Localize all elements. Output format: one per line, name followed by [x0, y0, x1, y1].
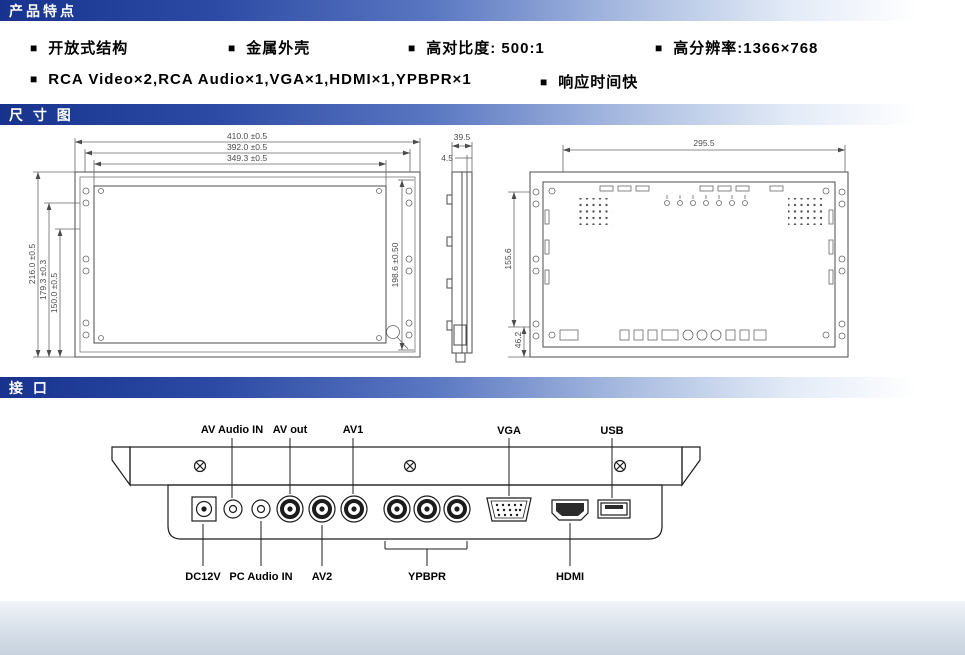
dim-front-height-inner: 150.0 ±0.5 — [49, 273, 59, 313]
rear-button-row — [664, 195, 748, 206]
rear-vent-slots — [544, 185, 834, 285]
front-mount-holes — [82, 187, 413, 341]
section-title-dimensions: 尺 寸 图 — [9, 106, 74, 123]
rear-mount-holes — [532, 187, 846, 340]
port-label-av2: AV2 — [312, 571, 333, 583]
dim-front-width-mid: 392.0 ±0.5 — [227, 142, 267, 152]
panel-outline — [111, 446, 701, 540]
bullet-icon: ■ — [30, 72, 39, 86]
leader-lines — [202, 438, 613, 566]
dim-front-width-outer: 410.0 ±0.5 — [227, 131, 267, 141]
port-label-pc-audio-in: PC Audio IN — [229, 571, 292, 583]
bullet-icon: ■ — [408, 41, 417, 55]
feature-item: ■ 高对比度: 500:1 — [408, 37, 545, 58]
feature-text: 金属外壳 — [246, 40, 311, 57]
feature-text: 高分辨率:1366×768 — [673, 40, 819, 57]
feature-text: 开放式结构 — [48, 40, 129, 57]
side-profile-outline — [446, 171, 473, 363]
dimension-drawings: 410.0 ±0.5 392.0 ±0.5 349.3 ±0.5 216.0 ±… — [27, 131, 849, 363]
rear-frame-outline — [529, 171, 849, 358]
connector-panel-drawing: AV Audio IN AV out AV1 VGA USB DC12V PC … — [111, 424, 701, 583]
av-audio-in-jack-icon — [223, 499, 243, 519]
dim-front-height-screen: 198.6 ±0.50 — [390, 242, 400, 287]
section-header-dimensions: 尺 寸 图 — [0, 104, 965, 125]
dim-rear-width: 295.5 — [693, 138, 715, 148]
rear-bottom-connectors — [559, 329, 767, 341]
dim-front-height-mid: 179.3 ±0.3 — [38, 260, 48, 300]
feature-item: ■ 金属外壳 — [228, 37, 310, 58]
rear-speaker-grilles — [578, 198, 822, 225]
port-label-vga: VGA — [497, 425, 521, 437]
footer-band — [0, 601, 965, 655]
bullet-icon: ■ — [228, 41, 237, 55]
rca-jack-icons — [276, 495, 471, 523]
feature-item: ■ 响应时间快 — [540, 71, 638, 92]
side-view-drawing: 39.5 4.5 — [441, 132, 473, 363]
usb-connector-icon — [597, 499, 631, 519]
feature-text: 高对比度: 500:1 — [426, 40, 545, 57]
port-label-usb: USB — [600, 425, 623, 437]
front-frame-outline — [74, 171, 421, 358]
feature-item: ■ 高分辨率:1366×768 — [655, 37, 818, 58]
feature-item: ■ 开放式结构 — [30, 37, 128, 58]
bullet-icon: ■ — [540, 75, 549, 89]
side-dimension-lines — [451, 142, 473, 172]
port-label-av-audio-in: AV Audio IN — [201, 424, 263, 436]
port-label-ypbpr: YPBPR — [408, 571, 446, 583]
hdmi-connector-icon — [551, 499, 589, 521]
port-label-dc12v: DC12V — [185, 571, 221, 583]
feature-text: 响应时间快 — [558, 74, 639, 91]
section-title-features: 产品特点 — [9, 2, 77, 19]
dim-side-depth: 39.5 — [454, 132, 471, 142]
bullet-icon: ■ — [655, 41, 664, 55]
vga-connector-icon — [486, 497, 532, 522]
section-title-ports: 接 口 — [9, 379, 50, 396]
front-view-drawing: 410.0 ±0.5 392.0 ±0.5 349.3 ±0.5 216.0 ±… — [27, 131, 421, 358]
pc-audio-in-jack-icon — [251, 499, 271, 519]
feature-text: RCA Video×2,RCA Audio×1,VGA×1,HDMI×1,YPB… — [48, 71, 472, 88]
dim-front-width-screen: 349.3 ±0.5 — [227, 153, 267, 163]
port-label-av-out: AV out — [273, 424, 308, 436]
port-label-av1: AV1 — [343, 424, 364, 436]
dim-rear-height: 155.6 — [503, 248, 513, 270]
front-corner-detail — [386, 325, 409, 350]
section-header-ports: 接 口 — [0, 377, 965, 398]
dim-rear-bottom-height: 46.2 — [513, 331, 523, 348]
dim-front-height-outer: 216.0 ±0.5 — [27, 244, 37, 284]
rear-view-drawing: 295.5 155.6 46.2 — [503, 138, 849, 358]
feature-item: ■ RCA Video×2,RCA Audio×1,VGA×1,HDMI×1,YP… — [30, 71, 472, 88]
front-dimension-lines — [33, 138, 421, 358]
dim-side-bezel: 4.5 — [441, 153, 453, 163]
rear-dimension-lines — [508, 145, 846, 358]
section-header-features: 产品特点 — [0, 0, 965, 21]
dc-jack-icon — [191, 496, 217, 522]
bullet-icon: ■ — [30, 41, 39, 55]
screw-icons — [193, 459, 627, 473]
port-label-hdmi: HDMI — [556, 571, 584, 583]
